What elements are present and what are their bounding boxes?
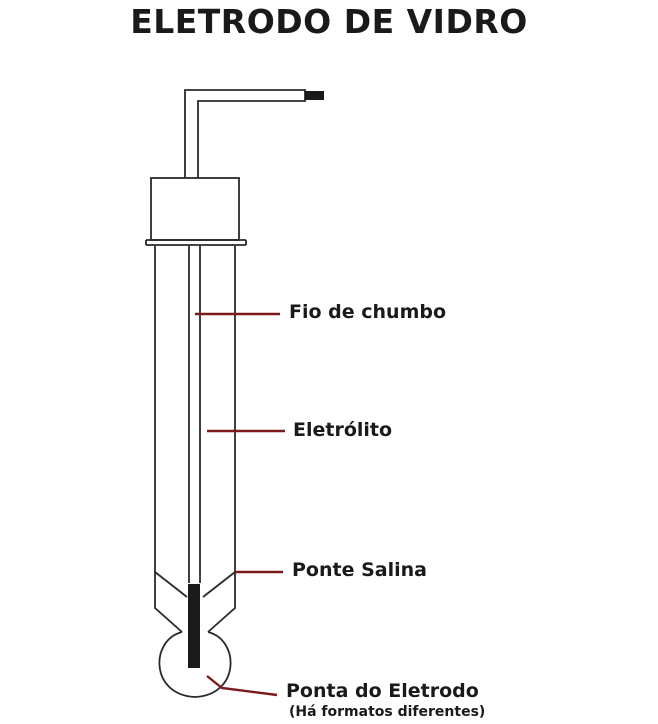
label-tip: Ponta do Eletrodo xyxy=(286,680,479,702)
label-lead-wire: Fio de chumbo xyxy=(289,301,447,323)
leader-tip xyxy=(206,675,278,697)
electrode-cap xyxy=(150,177,240,241)
leader-lines xyxy=(195,312,285,697)
salt-bridge-cone xyxy=(154,571,236,598)
cable xyxy=(184,89,306,178)
electrode-bulb xyxy=(158,631,232,698)
label-salt-bridge: Ponte Salina xyxy=(292,559,427,581)
label-electrolyte: Eletrólito xyxy=(293,419,393,441)
outer-tube xyxy=(154,246,236,633)
label-tip-note: (Há formatos diferentes) xyxy=(289,704,486,720)
diagram-title: ELETRODO DE VIDRO xyxy=(130,2,528,41)
cable-end xyxy=(305,91,324,100)
inner-tube xyxy=(188,246,201,583)
cable-outline xyxy=(184,89,306,178)
lead-rod xyxy=(188,584,200,668)
